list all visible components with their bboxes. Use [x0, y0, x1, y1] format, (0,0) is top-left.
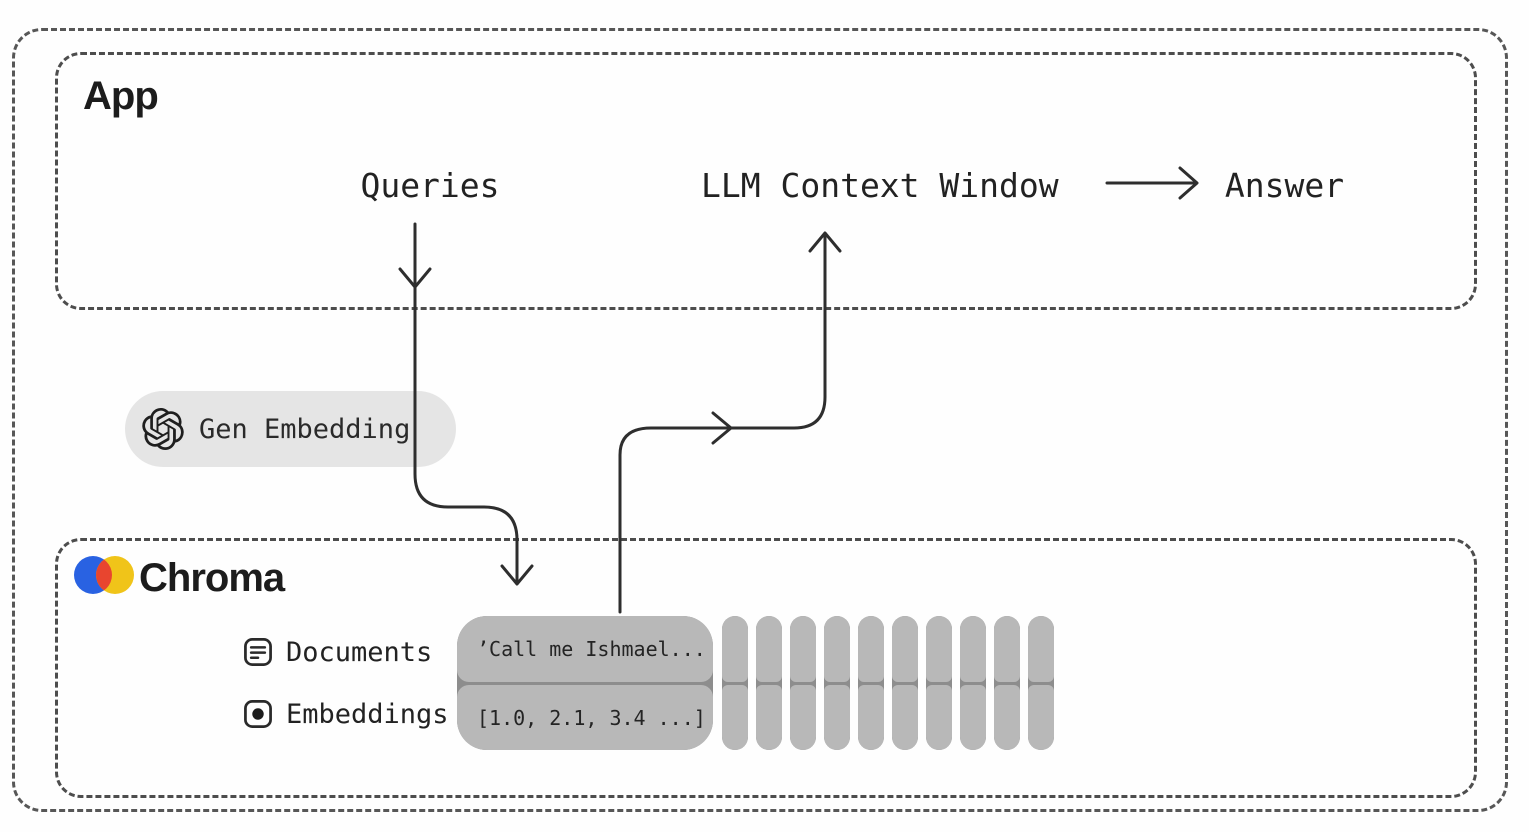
gen-embedding-pill: Gen Embedding	[125, 391, 456, 467]
vector-column	[1028, 616, 1054, 750]
vector-column	[824, 616, 850, 750]
vector-column	[960, 616, 986, 750]
vector-document-cell	[722, 616, 748, 682]
vector-document-cell	[994, 616, 1020, 682]
app-box-title: App	[83, 74, 159, 118]
embedding-value-pill: [1.0, 2.1, 3.4 ...]	[457, 685, 713, 750]
embeddings-label: Embeddings	[286, 699, 449, 730]
vector-embedding-cell	[892, 685, 918, 750]
vector-column	[926, 616, 952, 750]
vector-embedding-cell	[824, 685, 850, 750]
vector-column	[892, 616, 918, 750]
vector-embedding-cell	[790, 685, 816, 750]
record-pill: ’Call me Ishmael... [1.0, 2.1, 3.4 ...]	[457, 616, 713, 750]
vector-embedding-cell	[994, 685, 1020, 750]
vector-embedding-cell	[858, 685, 884, 750]
vector-embedding-cell	[722, 685, 748, 750]
openai-icon	[142, 408, 184, 450]
vector-column	[722, 616, 748, 750]
document-icon	[242, 636, 274, 668]
vector-document-cell	[790, 616, 816, 682]
vector-column	[756, 616, 782, 750]
vector-document-cell	[858, 616, 884, 682]
embedding-icon	[242, 698, 274, 730]
chroma-box-title: Chroma	[139, 556, 285, 600]
answer-label: Answer	[1224, 166, 1345, 205]
outer-frame	[12, 28, 1508, 812]
vector-document-cell	[960, 616, 986, 682]
chroma-logo-icon	[71, 553, 135, 597]
vector-document-cell	[756, 616, 782, 682]
vector-embedding-cell	[960, 685, 986, 750]
vector-grid	[722, 616, 1054, 750]
queries-label: Queries	[360, 166, 500, 205]
vector-embedding-cell	[1028, 685, 1054, 750]
gen-embedding-label: Gen Embedding	[199, 413, 411, 445]
vector-embedding-cell	[926, 685, 952, 750]
documents-label: Documents	[286, 637, 433, 668]
llm-context-window-label: LLM Context Window	[701, 166, 1059, 205]
vector-column	[790, 616, 816, 750]
vector-embedding-cell	[756, 685, 782, 750]
vector-column	[858, 616, 884, 750]
document-value-pill: ’Call me Ishmael...	[457, 616, 713, 682]
vector-document-cell	[892, 616, 918, 682]
vector-document-cell	[926, 616, 952, 682]
vector-document-cell	[824, 616, 850, 682]
vector-column	[994, 616, 1020, 750]
vector-document-cell	[1028, 616, 1054, 682]
